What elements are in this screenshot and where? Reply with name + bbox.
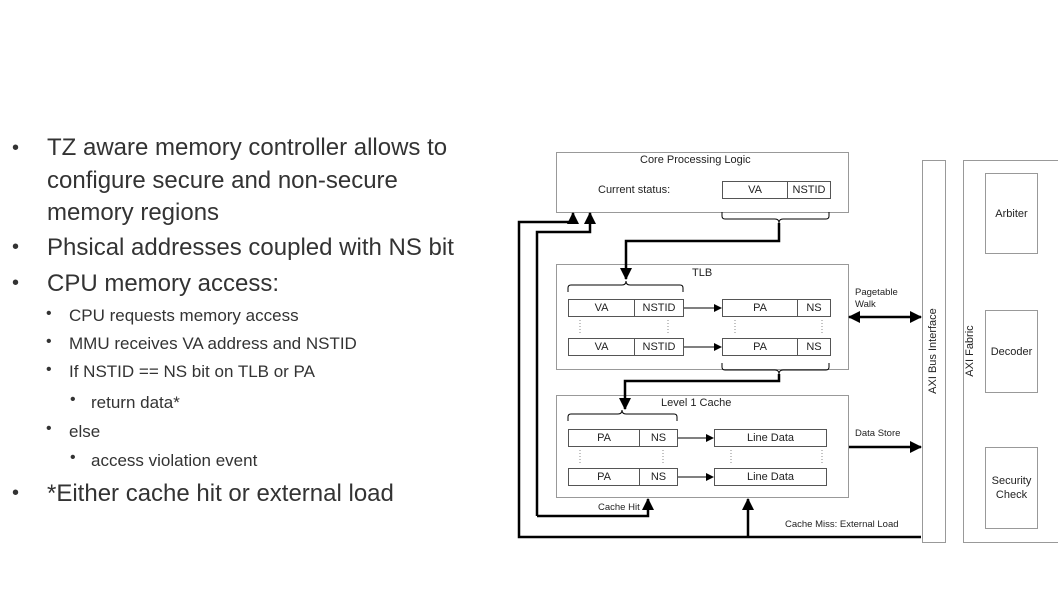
bullet-marker: • [46, 361, 52, 378]
decoder-box: Decoder [985, 310, 1038, 393]
pa-cell: PA [722, 338, 798, 356]
l1-title: Level 1 Cache [661, 397, 732, 409]
va-cell: VA [568, 338, 635, 356]
ellipsis-dots [579, 320, 823, 464]
pagetable-walk-label: Pagetable Walk [855, 287, 898, 311]
bullet-3-4-1: access violation event [91, 451, 258, 470]
bullet-1-line-2: configure secure and non-secure [47, 167, 398, 194]
axi-bus-interface-bar [922, 160, 946, 543]
pa-cell: PA [722, 299, 798, 317]
bullet-marker: • [70, 449, 76, 466]
pagetable-text: Pagetable [855, 287, 898, 298]
nstid-cell: NSTID [634, 299, 684, 317]
arbiter-box: Arbiter [985, 173, 1038, 254]
ns-cell: NS [639, 468, 678, 486]
bullet-marker: • [12, 236, 20, 258]
bullet-marker: • [46, 420, 52, 437]
bullet-1-line-3: memory regions [47, 199, 220, 226]
ns-cell: NS [639, 429, 678, 447]
walk-text: Walk [855, 299, 876, 310]
check-label: Check [995, 489, 1028, 501]
security-check-box: Security Check [985, 447, 1038, 529]
cache-miss-label: Cache Miss: External Load [785, 519, 899, 530]
bullet-marker: • [70, 391, 76, 408]
thick-connectors [517, 212, 922, 539]
bullet-marker: • [12, 137, 20, 159]
va-cell: VA [568, 299, 635, 317]
bullet-4: *Either cache hit or external load [47, 480, 394, 507]
line-data-cell: Line Data [714, 429, 827, 447]
security-label: Security [991, 475, 1032, 487]
bullet-3-3-1: return data* [91, 393, 180, 412]
cache-hit-label: Cache Hit [598, 502, 640, 513]
pa-cell: PA [568, 468, 640, 486]
nstid-cell: NSTID [634, 338, 684, 356]
data-store-label: Data Store [855, 428, 901, 439]
bullet-3: CPU memory access: [47, 270, 280, 297]
bullet-marker: • [46, 305, 52, 322]
pa-cell: PA [568, 429, 640, 447]
ns-cell: NS [797, 338, 831, 356]
bullet-marker: • [46, 333, 52, 350]
bullet-3-2: MMU receives VA address and NSTID [69, 334, 357, 353]
core-title: Core Processing Logic [640, 154, 751, 166]
nstid-cell: NSTID [787, 181, 831, 199]
bullet-3-4: else [69, 422, 101, 441]
bullet-1-line-1: TZ aware memory controller allows to [47, 134, 448, 161]
bullet-2: Phsical addresses coupled with NS bit [47, 234, 454, 261]
bullet-3-3: If NSTID == NS bit on TLB or PA [69, 362, 315, 381]
tlb-title: TLB [692, 267, 713, 279]
bullet-marker: • [12, 272, 20, 294]
row-arrows [678, 304, 722, 481]
bullet-3-1: CPU requests memory access [69, 306, 299, 325]
ns-cell: NS [797, 299, 831, 317]
braces [567, 212, 830, 421]
current-status-label: Current status: [598, 184, 671, 196]
line-data-cell: Line Data [714, 468, 827, 486]
bullet-marker: • [12, 482, 20, 504]
